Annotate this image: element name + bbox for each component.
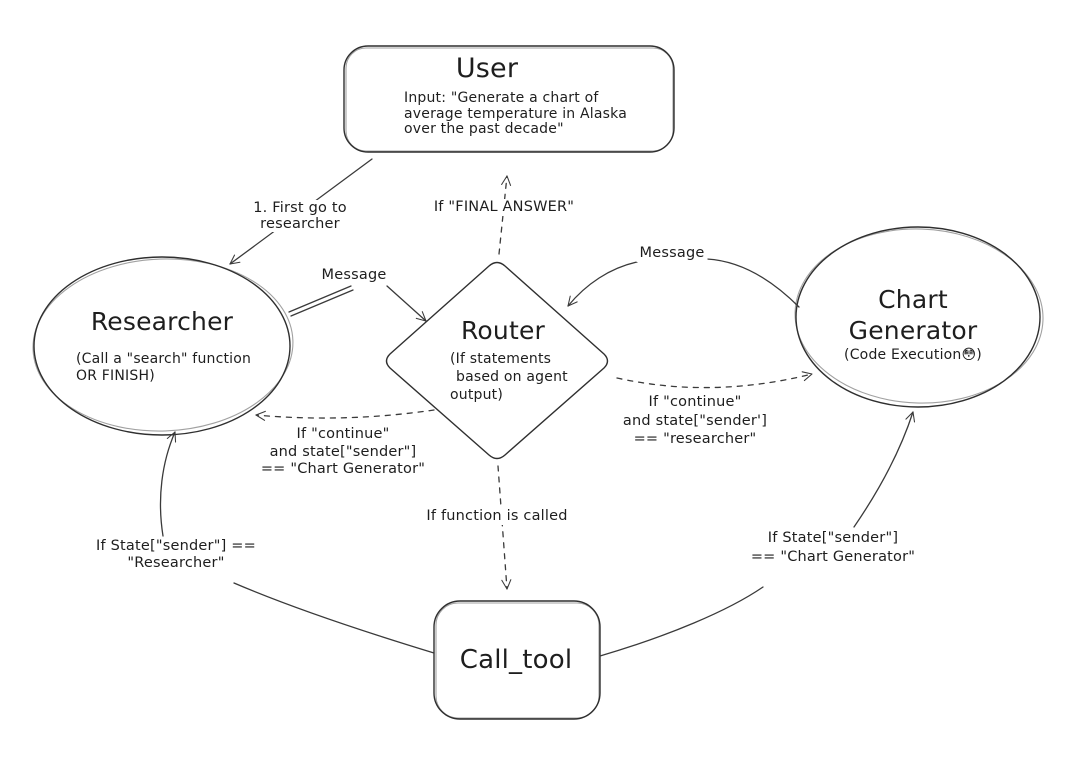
router-body-line: (If statements [450,351,552,367]
researcher-body-line: OR FINISH) [76,368,155,384]
edge-label-router-to-user: If "FINAL ANSWER" [430,199,578,216]
edge-label-line: and state["sender'] [619,411,771,430]
edge-chart-generator-to-router [567,261,638,307]
router-node-title: Router [460,316,546,345]
user-body-line: Input: "Generate a chart of [404,90,599,106]
chart-generator-node-body: (Code Execution😳) [844,347,982,363]
researcher-node-shape [33,256,291,436]
call-tool-node-shape-sketch-echo [435,602,600,719]
researcher-body-line: (Call a "search" function [76,351,252,367]
edge-label-line: If "continue" [619,393,771,412]
edge-label-user-to-researcher: 1. First go to researcher [247,200,353,232]
edge-label-line: If "continue" [296,426,390,442]
edge-label-line: "Researcher" [127,555,225,571]
researcher-node-title: Researcher [90,307,234,336]
edge-chart-generator-to-router-segment-1 [706,258,800,308]
user-node-title: User [455,53,519,84]
edge-call-tool-to-researcher [159,431,177,537]
researcher-node-shape-sketch-echo [32,258,294,432]
edge-call-tool-to-chart-generator [853,411,916,528]
router-body-line: based on agent [456,369,568,385]
edge-router-to-chart-generator [616,371,813,389]
call-tool-node-title: Call_tool [459,645,573,675]
edge-label-line: 1. First go to [250,200,350,216]
edge-router-to-user [498,175,512,255]
edge-label-line: If State["sender"] [767,530,899,546]
edge-label-line: researcher [250,216,350,232]
user-body-line: average temperature in Alaska [404,105,628,122]
user-node-shape-sketch-echo [345,47,674,152]
edge-label-call-tool-to-chart-generator: If State["sender"] == "Chart Generator" [751,529,915,567]
edge-label-line: == "Chart Generator" [260,461,426,477]
edge-label-router-to-call-tool: If function is called [423,508,571,525]
edge-router-to-researcher [255,409,435,421]
edge-researcher-to-router-doubleline-2 [290,289,354,317]
edge-label-line: == "researcher" [619,430,771,449]
edge-call-tool-to-chart-generator-segment-1 [599,586,764,657]
edge-label-researcher-to-router: Message [318,267,390,284]
chart-generator-node-title: Chart Generator [849,284,978,346]
user-node-body: Input: "Generate a chart of average temp… [404,90,628,138]
router-node-shape [385,261,609,460]
edge-label-line: == "Chart Generator" [750,549,916,565]
edge-label-chart-generator-to-router: Message [636,245,708,262]
edge-label-router-to-chart-generator: If "continue" and state["sender'] == "re… [616,393,774,449]
edge-label-router-to-researcher: If "continue" and state["sender"] == "Ch… [261,426,425,479]
user-body-line: over the past decade" [404,121,564,137]
user-node-shape [343,45,675,153]
edge-call-tool-to-researcher-segment-1 [233,582,435,654]
researcher-node-body: (Call a "search" function OR FINISH) [76,351,251,385]
chart-generator-title-line: Chart [878,285,948,314]
edge-label-call-tool-to-researcher: If State["sender"] == "Researcher" [96,538,256,572]
chart-generator-title-line: Generator [848,316,978,345]
edge-label-line: If State["sender"] == [96,538,256,554]
chart-generator-node-shape [795,226,1041,408]
router-body-line: output) [450,387,504,403]
chart-generator-node-shape-sketch-echo [794,228,1044,404]
router-node-body: (If statements based on agent output) [450,350,568,404]
edge-label-line: and state["sender"] [269,443,417,460]
edge-researcher-to-router-doubleline-1 [288,285,352,313]
edge-router-to-call-tool [497,465,512,590]
edge-researcher-to-router [386,285,427,322]
call-tool-node-shape [433,600,601,720]
